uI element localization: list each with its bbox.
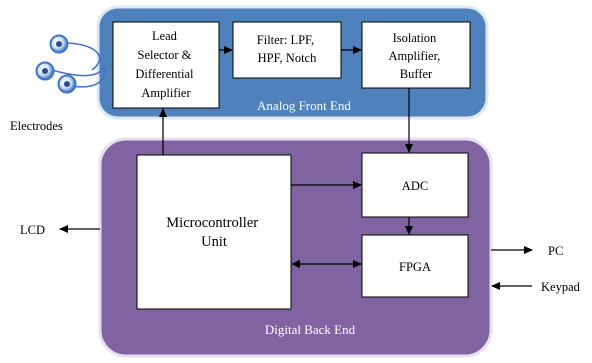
adc-block [361, 152, 469, 218]
electrodes-label: Electrodes [10, 119, 63, 133]
keypad-label: Keypad [541, 280, 581, 294]
analog-front-end-label: Analog Front End [257, 98, 351, 113]
lcd-label: LCD [20, 223, 45, 237]
fpga-block [361, 234, 469, 298]
pc-label: PC [548, 244, 563, 258]
electrodes-icon [35, 34, 106, 94]
digital-back-end-label: Digital Back End [265, 322, 356, 337]
isolation-amplifier-label: Isolation Amplifier, Buffer [388, 31, 443, 81]
adc-label: ADC [402, 179, 428, 193]
lead-selector-label: Lead Selector & Differential Amplifier [135, 29, 196, 100]
filter-label: Filter: LPF, HPF, Notch [257, 33, 317, 65]
fpga-label: FPGA [399, 260, 431, 274]
microcontroller-label: Microcontroller Unit [166, 215, 261, 250]
isolation-amplifier-block [361, 21, 471, 89]
microcontroller-block [136, 154, 292, 310]
filter-block [232, 21, 342, 79]
